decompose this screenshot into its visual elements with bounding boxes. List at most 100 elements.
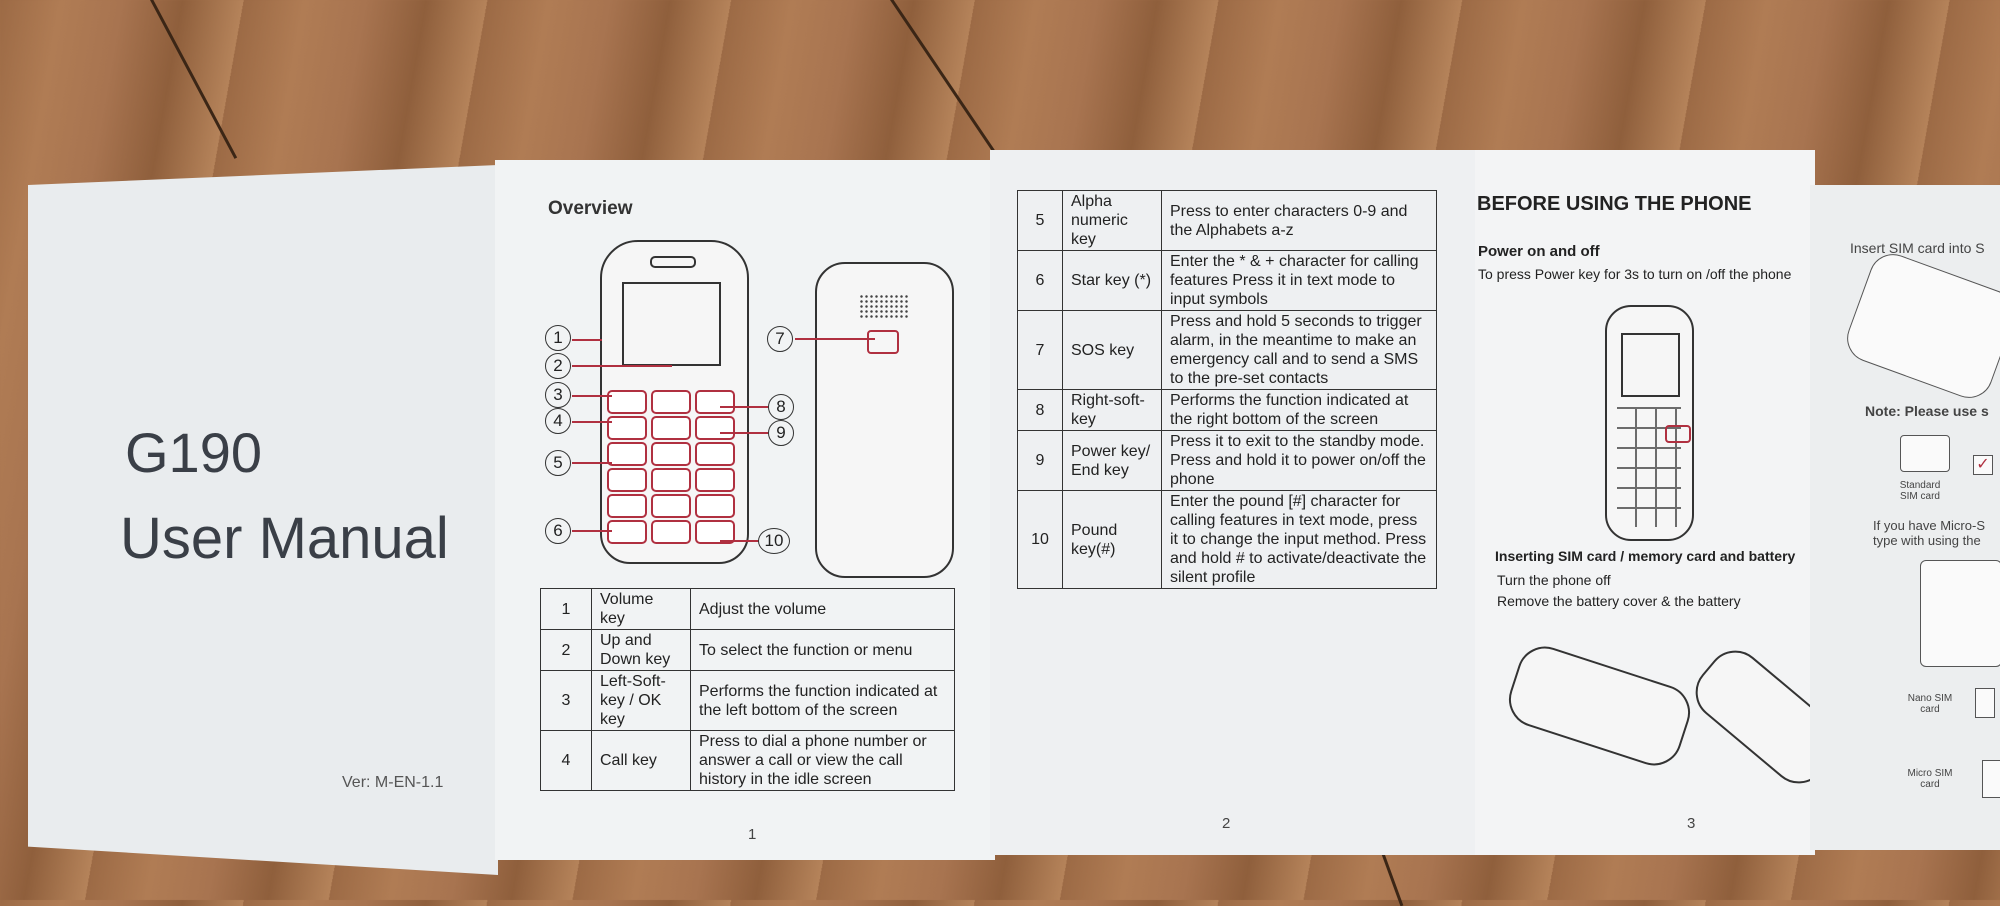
table-row: 6 Star key (*) Enter the * & + character… <box>1017 250 1437 311</box>
power-heading: Power on and off <box>1478 243 1600 260</box>
table-row: 8 Right-soft-key Performs the function i… <box>1017 389 1437 431</box>
table-cell: To select the function or menu <box>690 629 955 671</box>
sim-heading: Inserting SIM card / memory card and bat… <box>1495 548 1796 564</box>
sim-step-1: Turn the phone off <box>1497 572 1611 588</box>
phone-power-diagram <box>1605 305 1694 541</box>
callout-8: 8 <box>768 394 794 420</box>
key <box>695 390 735 414</box>
table-cell: Call key <box>591 730 691 791</box>
key <box>695 520 735 544</box>
key <box>651 390 691 414</box>
leader-line <box>720 432 770 434</box>
key <box>607 494 647 518</box>
table-cell: Power key/ End key <box>1062 430 1162 491</box>
phone-back-diagram <box>815 262 954 578</box>
table-row: 2 Up and Down key To select the function… <box>540 629 955 671</box>
cover-panel <box>28 165 498 875</box>
callout-2: 2 <box>545 353 571 379</box>
micro-sim-label: Micro SIM card <box>1907 768 1953 790</box>
table-cell: Press and hold 5 seconds to trigger alar… <box>1161 310 1437 390</box>
key <box>651 494 691 518</box>
leader-line <box>572 530 612 532</box>
table-row: 10 Pound key(#) Enter the pound [#] char… <box>1017 490 1437 589</box>
keypad-diagram <box>1617 407 1681 527</box>
key <box>607 416 647 440</box>
callout-10: 10 <box>758 528 790 554</box>
overview-heading: Overview <box>548 198 633 219</box>
leader-line <box>720 406 770 408</box>
key <box>607 442 647 466</box>
key <box>695 494 735 518</box>
key <box>695 416 735 440</box>
table-row: 4 Call key Press to dial a phone number … <box>540 730 955 791</box>
callout-1: 1 <box>545 325 571 351</box>
nano-sim-icon <box>1975 688 1995 718</box>
leader-line <box>572 421 612 423</box>
overview-table-2: 5 Alpha numeric key Press to enter chara… <box>1017 190 1437 589</box>
table-cell: 1 <box>540 588 592 630</box>
table-row: 5 Alpha numeric key Press to enter chara… <box>1017 190 1437 251</box>
table-cell: 8 <box>1017 389 1063 431</box>
leader-line <box>795 338 875 340</box>
cover-version: Ver: M-EN-1.1 <box>342 774 444 791</box>
table-cell: Enter the * & + character for calling fe… <box>1161 250 1437 311</box>
table-cell: 9 <box>1017 430 1063 491</box>
callout-3: 3 <box>545 382 571 408</box>
standard-sim-label: Standard SIM card <box>1899 480 1941 502</box>
leader-line <box>572 462 612 464</box>
table-cell: 5 <box>1017 190 1063 251</box>
key <box>651 416 691 440</box>
callout-4: 4 <box>545 408 571 434</box>
wood-seam <box>1380 848 1404 906</box>
wood-seam <box>150 0 238 159</box>
page-number: 1 <box>748 826 757 843</box>
table-cell: 6 <box>1017 250 1063 311</box>
table-cell: Up and Down key <box>591 629 691 671</box>
standard-sim-icon <box>1900 435 1950 472</box>
sim-step-2: Remove the battery cover & the battery <box>1497 593 1741 609</box>
cover-model: G190 <box>125 421 262 484</box>
leader-line <box>572 339 602 341</box>
table-cell: Volume key <box>591 588 691 630</box>
callout-6: 6 <box>545 518 571 544</box>
micro-sim-text: If you have Micro-S type with using the <box>1873 518 1985 548</box>
table-cell: Right-soft-key <box>1062 389 1162 431</box>
insert-sim-text: Insert SIM card into S <box>1850 240 1985 256</box>
table-cell: Pound key(#) <box>1062 490 1162 589</box>
table-cell: Press it to exit to the standby mode. Pr… <box>1161 430 1437 491</box>
note-text: Note: Please use s <box>1865 403 1989 419</box>
callout-7: 7 <box>767 326 793 352</box>
table-cell: 2 <box>540 629 592 671</box>
section-title: BEFORE USING THE PHONE <box>1477 193 1752 215</box>
speaker-grille <box>859 294 909 318</box>
table-row: 1 Volume key Adjust the volume <box>540 588 955 630</box>
power-key-highlight <box>1665 425 1691 443</box>
table-cell: Performs the function indicated at the l… <box>690 670 955 731</box>
table-cell: Press to enter characters 0-9 and the Al… <box>1161 190 1437 251</box>
leader-line <box>572 365 672 367</box>
leader-line <box>720 540 760 542</box>
table-cell: Press to dial a phone number or answer a… <box>690 730 955 791</box>
page-number: 2 <box>1222 815 1231 832</box>
nano-sim-label: Nano SIM card <box>1907 693 1953 715</box>
key <box>607 390 647 414</box>
page-number: 3 <box>1687 815 1696 832</box>
leader-line <box>572 395 612 397</box>
sim-adapter-diagram <box>1920 560 2000 667</box>
phone-screen <box>1621 333 1680 397</box>
sos-button <box>867 330 899 354</box>
table-row: 9 Power key/ End key Press it to exit to… <box>1017 430 1437 491</box>
micro-sim-icon <box>1982 760 2000 798</box>
key <box>651 442 691 466</box>
table-cell: Enter the pound [#] character for callin… <box>1161 490 1437 589</box>
table-cell: 3 <box>540 670 592 731</box>
table-cell: 4 <box>540 730 592 791</box>
earpiece <box>650 256 696 268</box>
wood-seam <box>890 0 1005 166</box>
table-row: 7 SOS key Press and hold 5 seconds to tr… <box>1017 310 1437 390</box>
callout-5: 5 <box>545 450 571 476</box>
table-cell: SOS key <box>1062 310 1162 390</box>
check-icon: ✓ <box>1973 455 1993 475</box>
key <box>695 442 735 466</box>
key <box>651 468 691 492</box>
